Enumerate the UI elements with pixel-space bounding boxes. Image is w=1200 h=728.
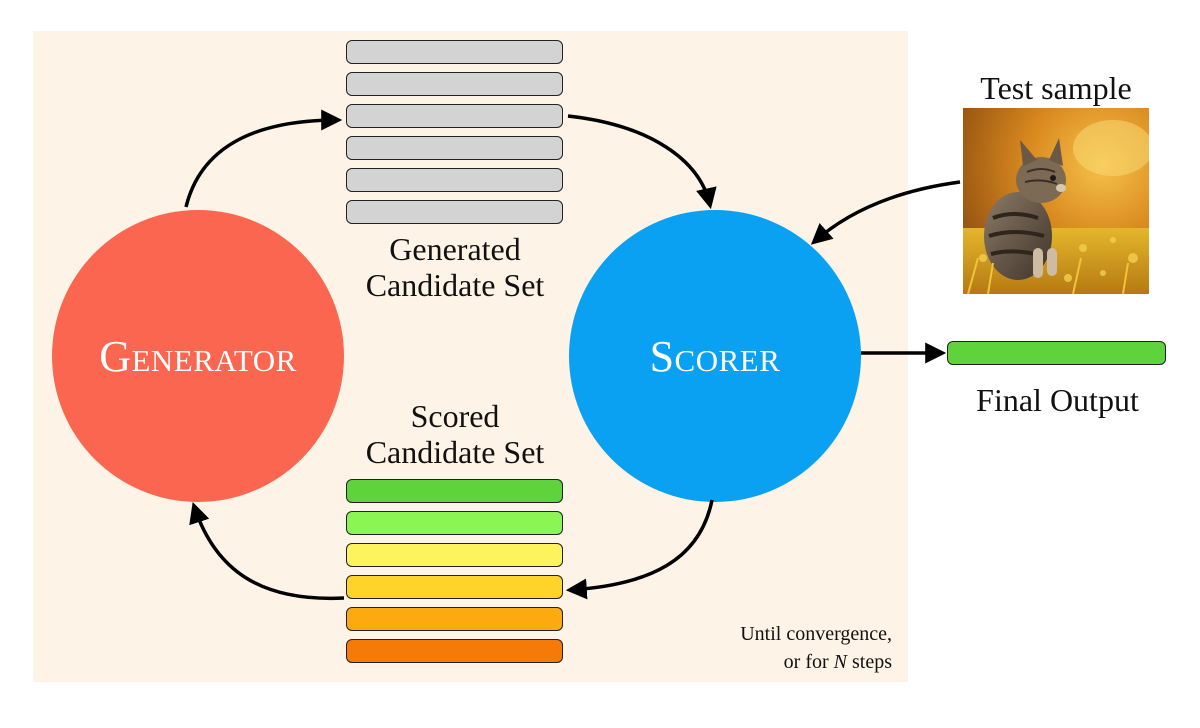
scorer-node: Scorer xyxy=(569,210,861,502)
scored-candidate-bar xyxy=(346,575,563,599)
scored-candidate-bar xyxy=(346,639,563,663)
arrow-scorer-to-scored-set xyxy=(565,499,714,600)
generated-candidate-bar xyxy=(346,136,563,160)
generated-candidate-bar xyxy=(346,72,563,96)
scored-caption-line2: Candidate Set xyxy=(365,434,545,470)
generated-candidate-bar xyxy=(346,40,563,64)
generated-candidate-bar xyxy=(346,200,563,224)
final-output-bar xyxy=(947,341,1166,365)
arrow-generator-to-generated-set xyxy=(184,109,343,208)
loop-note-variable: N xyxy=(833,651,847,673)
scored-candidate-bar xyxy=(346,543,563,567)
generated-set-caption: Generated Candidate Set xyxy=(335,231,575,303)
loop-note-line1: Until convergence, xyxy=(740,623,892,645)
scored-caption-line1: Scored xyxy=(410,398,500,434)
generated-caption-line1: Generated xyxy=(389,231,521,267)
generator-label: Generator xyxy=(99,331,297,381)
generated-caption-line2: Candidate Set xyxy=(365,267,545,303)
arrow-scored-set-to-generator xyxy=(189,502,345,601)
generator-node: Generator xyxy=(52,210,344,502)
scored-set-caption: Scored Candidate Set xyxy=(335,398,575,470)
scored-candidate-bar xyxy=(346,607,563,631)
loop-note: Until convergence, or for N steps xyxy=(740,620,892,676)
scorer-label: Scorer xyxy=(649,331,781,381)
arrow-generated-set-to-scorer xyxy=(567,114,717,210)
generated-candidate-bar xyxy=(346,104,563,128)
test-sample-image xyxy=(963,108,1149,294)
test-sample-label: Test sample xyxy=(980,70,1132,106)
loop-note-line2: or for N steps xyxy=(740,648,892,676)
arrow-test-sample-to-scorer xyxy=(810,180,961,245)
loop-note-prefix: or for xyxy=(783,651,834,673)
final-output-label: Final Output xyxy=(976,382,1139,418)
scored-candidate-bar xyxy=(346,511,563,535)
scored-candidate-bar xyxy=(346,479,563,503)
generated-candidate-bar xyxy=(346,168,563,192)
loop-note-suffix: steps xyxy=(847,651,892,673)
